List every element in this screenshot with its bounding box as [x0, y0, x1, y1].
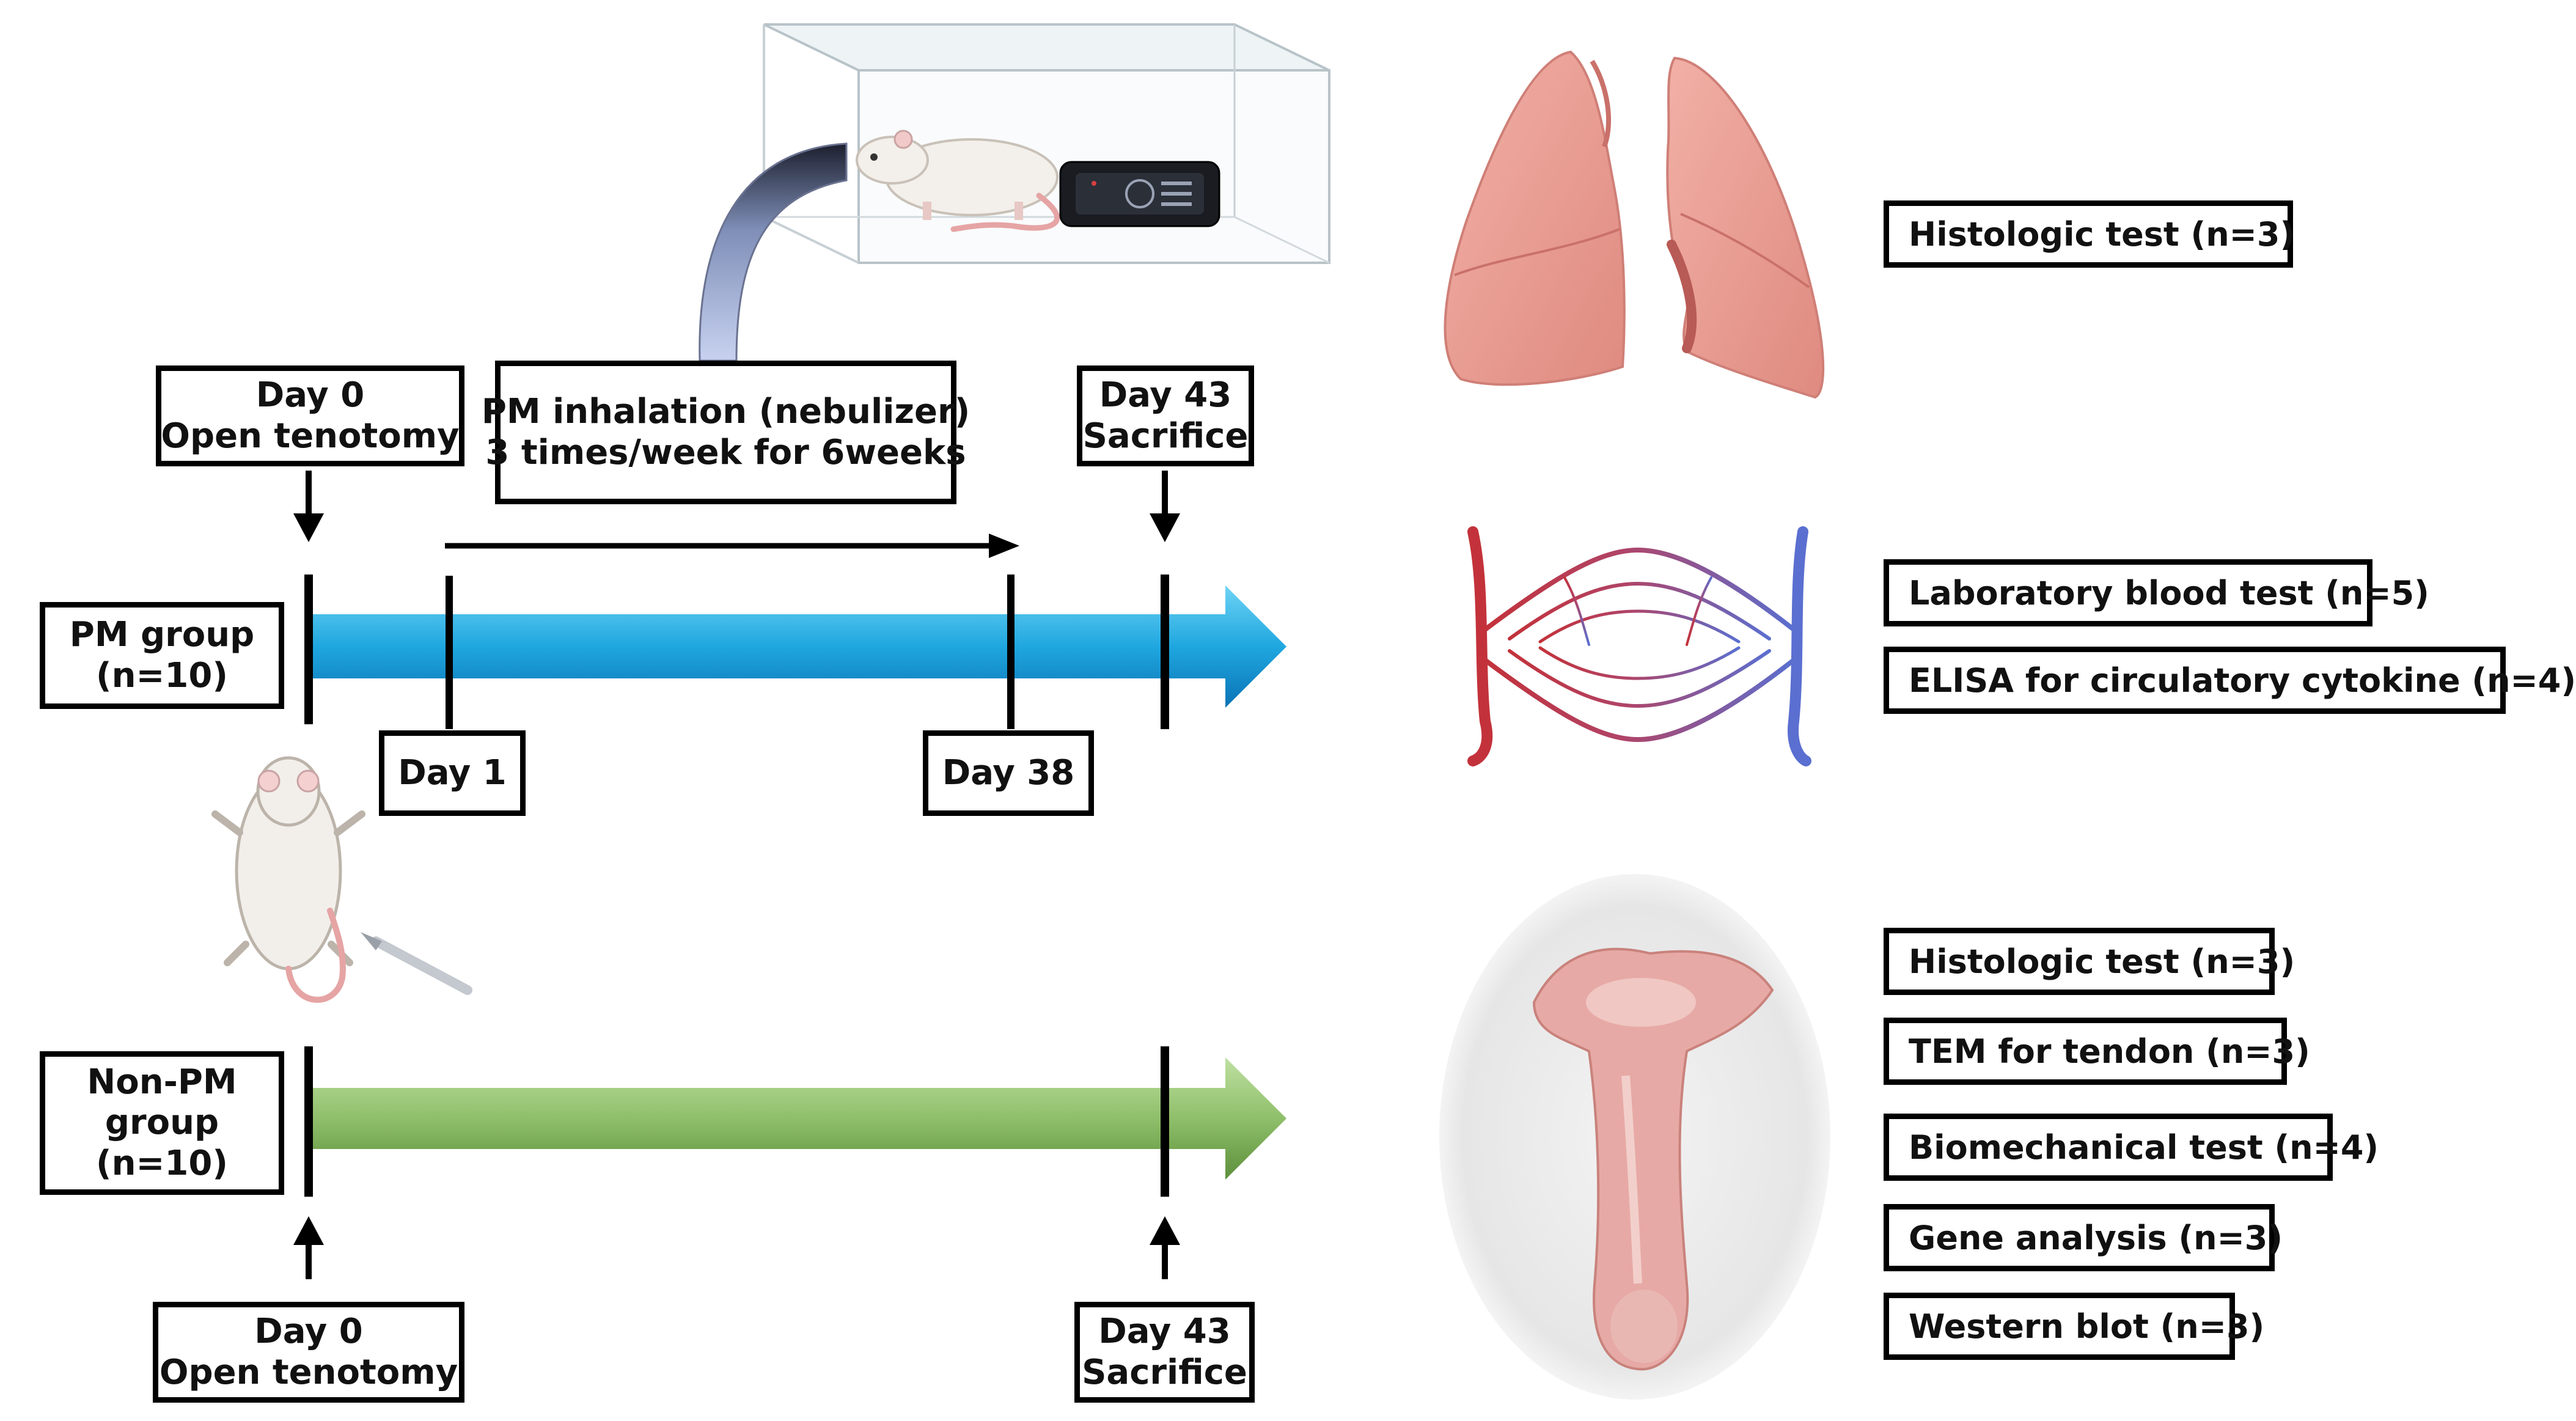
pm-day1-box: Day 1: [379, 730, 526, 816]
inhalation-period-arrow: [445, 534, 1019, 558]
rat-icon-tenotomy: [211, 756, 365, 1003]
pm-day43-box: Day 43 Sacrifice: [1077, 365, 1254, 466]
lung-histologic-test-label: Histologic test (n=3): [1884, 200, 2295, 268]
nebulizer-device-icon: [1059, 161, 1220, 227]
western-blot-label: Western blot (n=3): [1884, 1293, 2264, 1360]
pm-day0-box: Day 0 Open tenotomy: [156, 365, 464, 466]
non-pm-day43-pointer-arrow: [1150, 1216, 1180, 1279]
tendon-specimen-photo: [1439, 874, 1830, 1400]
pm-day0-line2: Open tenotomy: [161, 416, 460, 456]
biomechanical-test-label: Biomechanical test (n=4): [1884, 1114, 2379, 1181]
tendon-histologic-test-label: Histologic test (n=3): [1884, 928, 2295, 995]
non-pm-day0-pointer-arrow: [293, 1216, 324, 1279]
pm-day0-line1: Day 0: [255, 375, 365, 416]
inhalation-line2: 3 times/week for 6weeks: [485, 432, 966, 472]
non-pm-day43-line2: Sacrifice: [1082, 1352, 1247, 1392]
pm-group-line1: PM group: [69, 615, 255, 655]
figure-canvas: [211, 23, 1830, 1400]
pm-day0-pointer-arrow: [293, 471, 324, 542]
non-pm-group-line3: (n=10): [96, 1143, 228, 1183]
inhalation-line1: PM inhalation (nebulizer): [481, 392, 971, 432]
elisa-cytokine-label: ELISA for circulatory cytokine (n=4): [1884, 647, 2576, 714]
lungs-icon: [1444, 50, 1825, 399]
blood-vessels-icon: [1467, 526, 1811, 766]
laboratory-blood-test-label: Laboratory blood test (n=5): [1884, 559, 2429, 626]
gene-analysis-label: Gene analysis (n=3): [1884, 1204, 2283, 1271]
pm-day1-text: Day 1: [398, 752, 507, 793]
pm-day43-line1: Day 43: [1099, 375, 1232, 416]
pm-day38-text: Day 38: [942, 752, 1075, 793]
pm-group-label-box: PM group (n=10): [40, 602, 284, 709]
non-pm-group-timeline-arrow: [309, 1057, 1286, 1180]
non-pm-day0-line1: Day 0: [254, 1312, 363, 1352]
pm-day43-pointer-arrow: [1150, 471, 1180, 542]
non-pm-day43-box: Day 43 Sacrifice: [1074, 1302, 1255, 1403]
non-pm-day0-box: Day 0 Open tenotomy: [153, 1302, 464, 1403]
non-pm-group-line2: group: [105, 1103, 219, 1143]
pm-group-line2: (n=10): [96, 655, 228, 696]
non-pm-group-label-box: Non-PM group (n=10): [40, 1051, 284, 1195]
inhalation-box: PM inhalation (nebulizer) 3 times/week f…: [482, 361, 970, 504]
nebulizer-tube-icon: [699, 142, 848, 362]
non-pm-day0-line2: Open tenotomy: [159, 1352, 458, 1392]
non-pm-day43-line1: Day 43: [1098, 1312, 1231, 1352]
rat-icon: [856, 130, 1060, 232]
tem-tendon-label: TEM for tendon (n=3): [1884, 1018, 2310, 1085]
pm-group-timeline-arrow: [309, 586, 1286, 708]
pm-day43-line2: Sacrifice: [1082, 416, 1249, 456]
non-pm-group-line1: Non-PM: [87, 1062, 237, 1103]
scalpel-icon: [361, 932, 472, 995]
pm-day38-box: Day 38: [923, 730, 1094, 816]
